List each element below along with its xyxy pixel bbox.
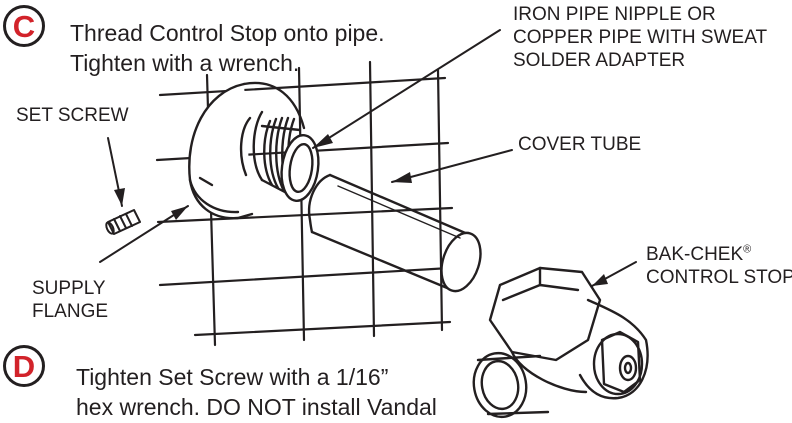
label-bak-chek-line-2: CONTROL STOP (646, 267, 792, 288)
supply-flange (188, 81, 306, 220)
step-d-line-2: hex wrench. DO NOT install Vandal (76, 394, 437, 420)
step-c-line-1: Thread Control Stop onto pipe. (70, 20, 385, 46)
label-bak-chek-line-1: BAK-CHEK® (646, 244, 751, 266)
set-screw-drawing (105, 209, 141, 235)
label-pipe-line-1: IRON PIPE NIPPLE OR (513, 4, 716, 25)
step-c-letter: C (12, 8, 36, 44)
leader-arrowheads (114, 134, 608, 286)
registered-mark: ® (743, 243, 752, 256)
label-pipe-line-3: SOLDER ADAPTER (513, 50, 686, 71)
cover-tube (307, 173, 482, 293)
step-d-letter: D (12, 348, 36, 384)
pipe-nipple (260, 116, 320, 202)
label-supply-line-1: SUPPLY (32, 278, 106, 299)
step-d-line-1: Tighten Set Screw with a 1/16” (76, 364, 389, 390)
label-cover-tube: COVER TUBE (518, 134, 642, 155)
label-supply-line-2: FLANGE (32, 301, 109, 322)
label-bak-chek-name: BAK-CHEK (646, 244, 744, 265)
control-stop-valve (472, 266, 649, 419)
step-d-badge: D (3, 345, 45, 387)
label-set-screw: SET SCREW (16, 105, 129, 126)
label-pipe-line-2: COPPER PIPE WITH SWEAT (513, 27, 768, 48)
step-c-line-2: Tighten with a wrench. (70, 50, 300, 76)
step-c-badge: C (3, 5, 45, 47)
